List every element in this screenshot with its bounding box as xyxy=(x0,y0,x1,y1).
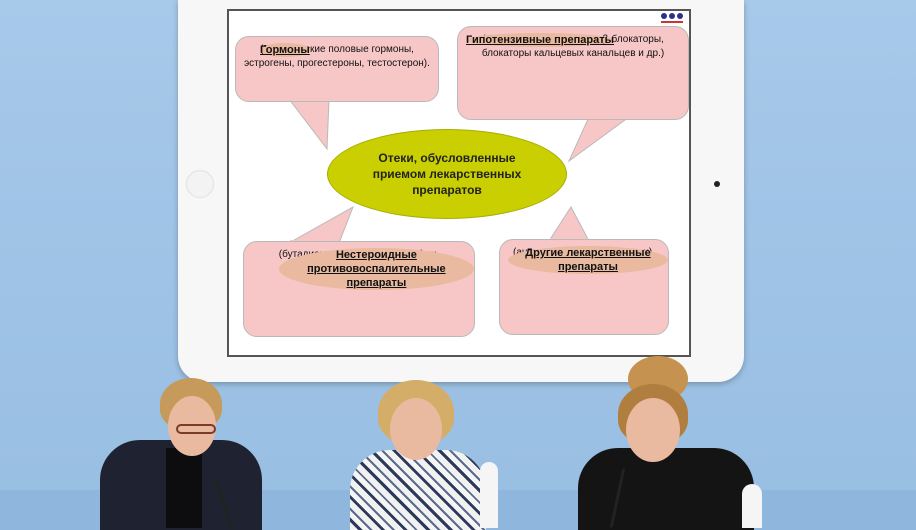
menu-underline xyxy=(661,21,683,23)
speaker-right-torso xyxy=(578,448,754,530)
center-ellipse: Отеки, обусловленные приемом лекарственн… xyxy=(327,129,567,219)
callout-head: Нестероидные противовоспалительные препа… xyxy=(278,248,474,290)
tablet-frame: Гормоны (ГКС, женские половые гормоны, э… xyxy=(178,0,744,382)
speaker-center-torso xyxy=(350,450,486,530)
callout-gipotenzivnye: Гипотензивные препараты (алкалоиды рауво… xyxy=(457,26,689,120)
chair xyxy=(742,484,762,528)
slide-screen: Гормоны (ГКС, женские половые гормоны, э… xyxy=(227,9,691,357)
callout-head: Другие лекарственные препараты xyxy=(508,246,668,274)
speaker-left-shirt xyxy=(166,448,202,528)
chair xyxy=(480,462,498,528)
center-label: Отеки, обусловленные приемом лекарственн… xyxy=(372,151,522,197)
speaker-right-face xyxy=(626,398,680,462)
speaker-center-face xyxy=(390,398,442,460)
pointer-gipotenzivnye xyxy=(567,116,631,163)
glasses-icon xyxy=(176,424,216,434)
callout-drugie: Другие лекарственные препараты (антидепр… xyxy=(499,239,669,335)
home-button[interactable] xyxy=(186,170,214,198)
menu-dots-icon[interactable] xyxy=(661,13,683,19)
callout-body: (ГКС, женские половые гормоны, эстрогены… xyxy=(244,44,430,69)
callout-head: Гормоны xyxy=(260,43,310,57)
pointer-gormony xyxy=(287,98,330,151)
callout-head: Гипотензивные препараты xyxy=(466,33,615,47)
camera-dot xyxy=(714,181,720,187)
callout-gormony: Гормоны (ГКС, женские половые гормоны, э… xyxy=(235,36,439,102)
callout-nesteroidnye: Нестероидные противовоспалительные препа… xyxy=(243,241,475,337)
pointer-nesteroidnye xyxy=(287,205,354,244)
pointer-drugie xyxy=(548,206,590,242)
